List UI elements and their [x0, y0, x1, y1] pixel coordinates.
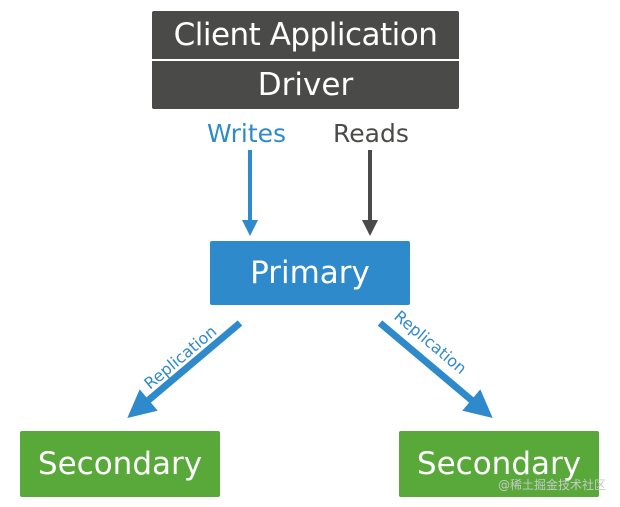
- replication-arrow-left: [127, 320, 243, 419]
- secondary-box-right: Secondary: [399, 431, 599, 497]
- replication-label-left: Replication: [140, 322, 220, 393]
- replication-arrow-right: [377, 320, 493, 419]
- primary-box: Primary: [210, 241, 410, 305]
- secondary-label-left: Secondary: [37, 446, 203, 482]
- client-application-label: Client Application: [173, 17, 438, 53]
- secondary-box-left: Secondary: [20, 431, 220, 497]
- primary-label: Primary: [250, 255, 370, 291]
- driver-label: Driver: [257, 67, 354, 103]
- reads-label: Reads: [333, 119, 409, 148]
- watermark: @稀土掘金技术社区: [497, 478, 606, 492]
- client-application-box: Client Application: [152, 11, 459, 59]
- secondary-label-right: Secondary: [416, 446, 582, 482]
- driver-box: Driver: [152, 61, 459, 109]
- writes-label: Writes: [207, 119, 287, 148]
